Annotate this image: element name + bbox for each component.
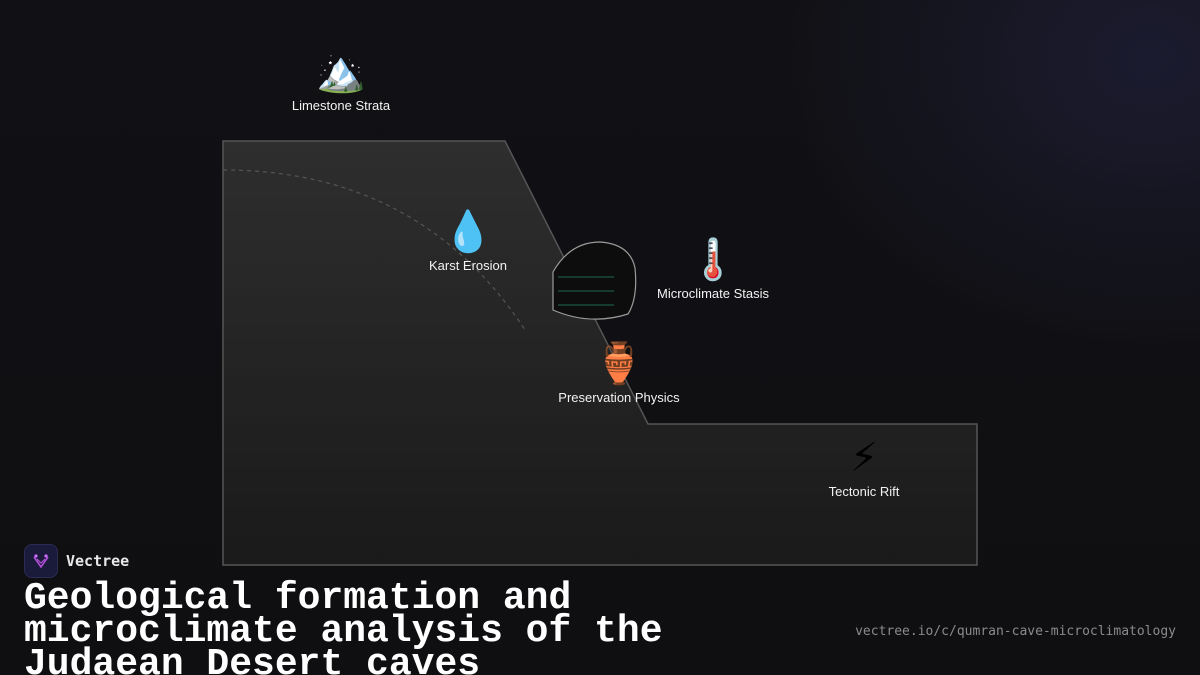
erosion-arc (222, 169, 526, 331)
droplet-icon: 💧 (443, 209, 493, 255)
node-karst-erosion: 💧 Karst Erosion (368, 208, 568, 273)
brand-name: Vectree (66, 552, 130, 570)
brand: Vectree (24, 544, 129, 578)
mountain-icon: 🏔️ (316, 49, 366, 95)
node-label: Limestone Strata (291, 98, 391, 113)
node-preservation-physics: 🏺 Preservation Physics (519, 340, 719, 405)
amphora-icon: 🏺 (594, 341, 644, 387)
cliff-profile (222, 140, 978, 566)
node-label: Preservation Physics (558, 390, 680, 405)
source-url[interactable]: vectree.io/c/qumran-cave-microclimatolog… (855, 624, 1176, 639)
node-tectonic-rift: ⚡ Tectonic Rift (764, 434, 964, 499)
thermometer-icon: 🌡️ (688, 237, 738, 283)
node-limestone-strata: 🏔️ Limestone Strata (241, 48, 441, 113)
node-label: Karst Erosion (428, 258, 508, 273)
node-microclimate-stasis: 🌡️ Microclimate Stasis (613, 236, 813, 301)
lightning-icon: ⚡ (849, 435, 879, 481)
vectree-logo-icon (24, 544, 58, 578)
node-label: Microclimate Stasis (657, 286, 769, 301)
node-label: Tectonic Rift (828, 484, 900, 499)
cave-opening (552, 241, 637, 320)
page-title: Geological formation and microclimate an… (24, 577, 663, 675)
